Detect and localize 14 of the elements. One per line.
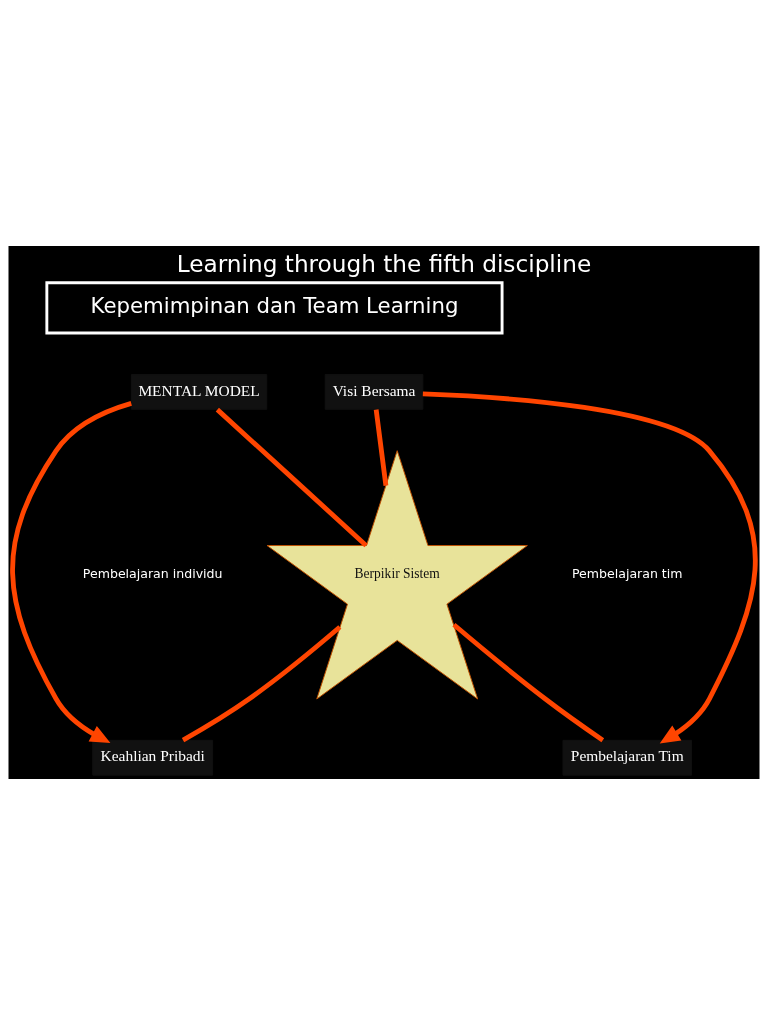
node-box: Kepemimpinan dan Team Learning (45, 280, 504, 334)
connector (181, 624, 342, 742)
connector (215, 407, 368, 547)
arrow (422, 391, 758, 743)
connector (373, 408, 389, 486)
label: Pembelajaran tim (571, 565, 683, 581)
label: Pembelajaran individu (82, 565, 223, 581)
diagram-title: Learning through the fifth discipline (176, 249, 592, 277)
node-box: Visi Bersama (324, 373, 424, 410)
node-box: Keahlian Pribadi (92, 739, 214, 776)
node-box: Pembelajaran Tim (562, 739, 692, 776)
node-box: MENTAL MODEL (130, 373, 268, 410)
connector (452, 622, 605, 742)
arrow (10, 400, 132, 743)
